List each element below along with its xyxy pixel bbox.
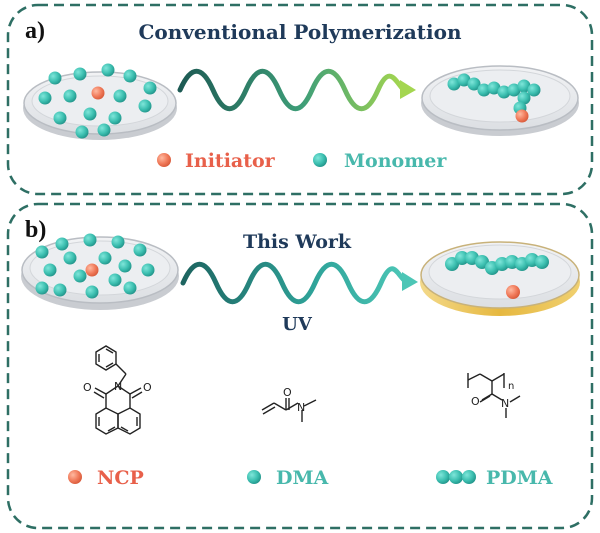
- polymer-bead: [447, 77, 461, 91]
- initiator-bead: [91, 86, 105, 100]
- monomer-bead: [48, 71, 62, 85]
- monomer-bead: [75, 125, 89, 139]
- panel-b-title: This Work: [243, 231, 352, 253]
- initiator-legend-dot: [157, 153, 171, 167]
- petri-dish-polymer-a: [421, 65, 579, 136]
- pdma-legend-label: PDMA: [486, 467, 553, 489]
- ncp-o-atom-left: O: [83, 381, 92, 394]
- monomer-bead: [73, 67, 87, 81]
- monomer-bead: [98, 251, 112, 265]
- monomer-bead: [63, 89, 77, 103]
- monomer-bead: [118, 259, 132, 273]
- ncp-n-atom: N: [114, 380, 122, 393]
- monomer-bead: [38, 91, 52, 105]
- monomer-cluster-b: [35, 233, 155, 299]
- monomer-bead: [141, 263, 155, 277]
- dma-legend-label: DMA: [276, 467, 329, 489]
- panel-a-label: a): [25, 18, 45, 44]
- panel-b-label: b): [25, 217, 46, 243]
- monomer-bead: [113, 89, 127, 103]
- monomer-bead: [111, 235, 125, 249]
- initiator-legend-label: Initiator: [185, 150, 276, 172]
- pdma-structure: [467, 373, 521, 418]
- polymer-bead: [477, 83, 491, 97]
- monomer-bead: [108, 273, 122, 287]
- monomer-cluster-a: [38, 63, 157, 139]
- dma-structure: [261, 398, 317, 422]
- pdma-n-atom: N: [501, 397, 509, 410]
- monomer-bead: [53, 111, 67, 125]
- monomer-bead: [133, 243, 147, 257]
- pdma-repeat-subscript: n: [508, 381, 514, 392]
- polymer-bead: [467, 77, 481, 91]
- monomer-bead: [55, 237, 69, 251]
- ncp-bead: [85, 263, 99, 277]
- polymer-bead: [497, 85, 511, 99]
- arrow-head-b: [402, 272, 418, 291]
- polymer-chain-b: [445, 251, 549, 275]
- ncp-in-dish: [506, 285, 520, 299]
- polymer-chain-a: [447, 73, 541, 123]
- monomer-bead: [35, 245, 49, 259]
- reaction-wave-arrow-a: [177, 68, 405, 112]
- uv-label: UV: [282, 314, 313, 335]
- monomer-bead: [83, 233, 97, 247]
- ncp-o-atom-right: O: [143, 381, 152, 394]
- ncp-legend-dot: [68, 470, 82, 484]
- polymer-bead: [487, 81, 501, 95]
- monomer-bead: [97, 123, 111, 137]
- reaction-wave-arrow-b: [180, 261, 407, 305]
- polymer-bead: [517, 79, 531, 93]
- polymer-bead: [507, 83, 521, 97]
- pdma-o-atom: O: [471, 395, 480, 408]
- dma-o-atom: O: [283, 386, 292, 399]
- monomer-bead: [63, 251, 77, 265]
- dma-legend-dot: [247, 470, 261, 484]
- monomer-bead: [53, 283, 67, 297]
- dma-n-atom: N: [297, 401, 305, 414]
- pdma-legend-dots: [436, 470, 476, 484]
- monomer-bead: [73, 269, 87, 283]
- panel-b-border: [6, 202, 594, 530]
- monomer-bead: [83, 107, 97, 121]
- polymer-bead: [517, 91, 531, 105]
- monomer-bead: [43, 263, 57, 277]
- initiator-bead: [515, 109, 529, 123]
- arrow-head-a: [400, 80, 416, 99]
- polymer-bead: [535, 255, 549, 269]
- panel-a-title: Conventional Polymerization: [138, 20, 461, 44]
- ncp-structure: [93, 345, 143, 435]
- monomer-bead: [101, 63, 115, 77]
- polymer-bead: [527, 83, 541, 97]
- monomer-legend-dot: [313, 153, 327, 167]
- monomer-bead: [35, 281, 49, 295]
- monomer-bead: [123, 281, 137, 295]
- monomer-legend-label: Monomer: [344, 150, 447, 172]
- monomer-bead: [123, 69, 137, 83]
- polymer-bead: [457, 73, 471, 87]
- polymer-bead: [455, 251, 469, 265]
- panel-a-border: [6, 3, 594, 196]
- petri-dish-polymer-b: [420, 241, 580, 316]
- ncp-legend-label: NCP: [97, 467, 144, 489]
- monomer-bead: [108, 111, 122, 125]
- monomer-bead: [143, 81, 157, 95]
- monomer-bead: [85, 285, 99, 299]
- monomer-bead: [138, 99, 152, 113]
